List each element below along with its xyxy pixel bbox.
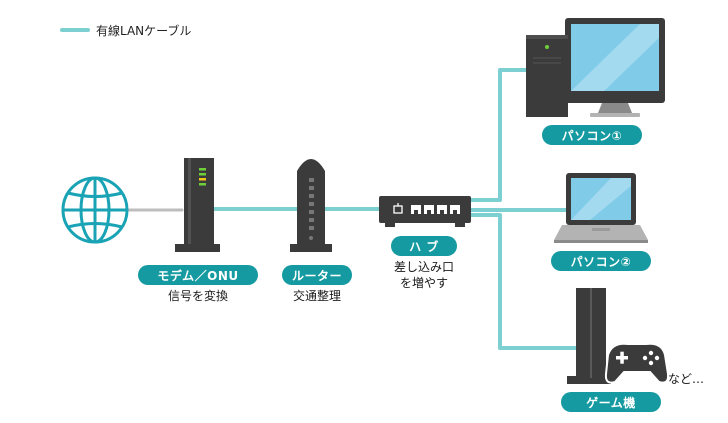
gamepad-icon — [604, 342, 670, 384]
hub-caption-line2: を増やす — [399, 276, 448, 290]
router-caption: 交通整理 — [292, 289, 341, 303]
cable-hub-console — [468, 213, 580, 350]
game-console-icon — [567, 288, 611, 384]
legend-swatch — [60, 28, 90, 32]
globe-icon — [61, 176, 129, 244]
hub-label: ハ ブ — [391, 236, 457, 256]
cable-hub-pc1 — [468, 68, 528, 202]
console-label: ゲーム機 — [561, 392, 661, 412]
laptop-icon — [554, 173, 648, 243]
legend: 有線LANケーブル — [60, 20, 191, 40]
modem-icon — [175, 158, 220, 252]
pc2-label: パソコン② — [551, 251, 651, 271]
router-label: ルーター — [282, 265, 352, 285]
router-icon — [290, 159, 332, 252]
modem-label: モデム／ONU — [138, 265, 258, 285]
pc1-label: パソコン① — [542, 125, 642, 145]
cables — [126, 68, 580, 350]
hub-caption-line1: 差し込み口 — [393, 260, 454, 274]
console-extra-caption: など… — [668, 372, 705, 386]
legend-label: 有線LANケーブル — [96, 23, 192, 38]
modem-caption: 信号を変換 — [167, 289, 228, 303]
desktop-pc-icon — [526, 18, 665, 117]
hub-icon — [379, 196, 471, 227]
